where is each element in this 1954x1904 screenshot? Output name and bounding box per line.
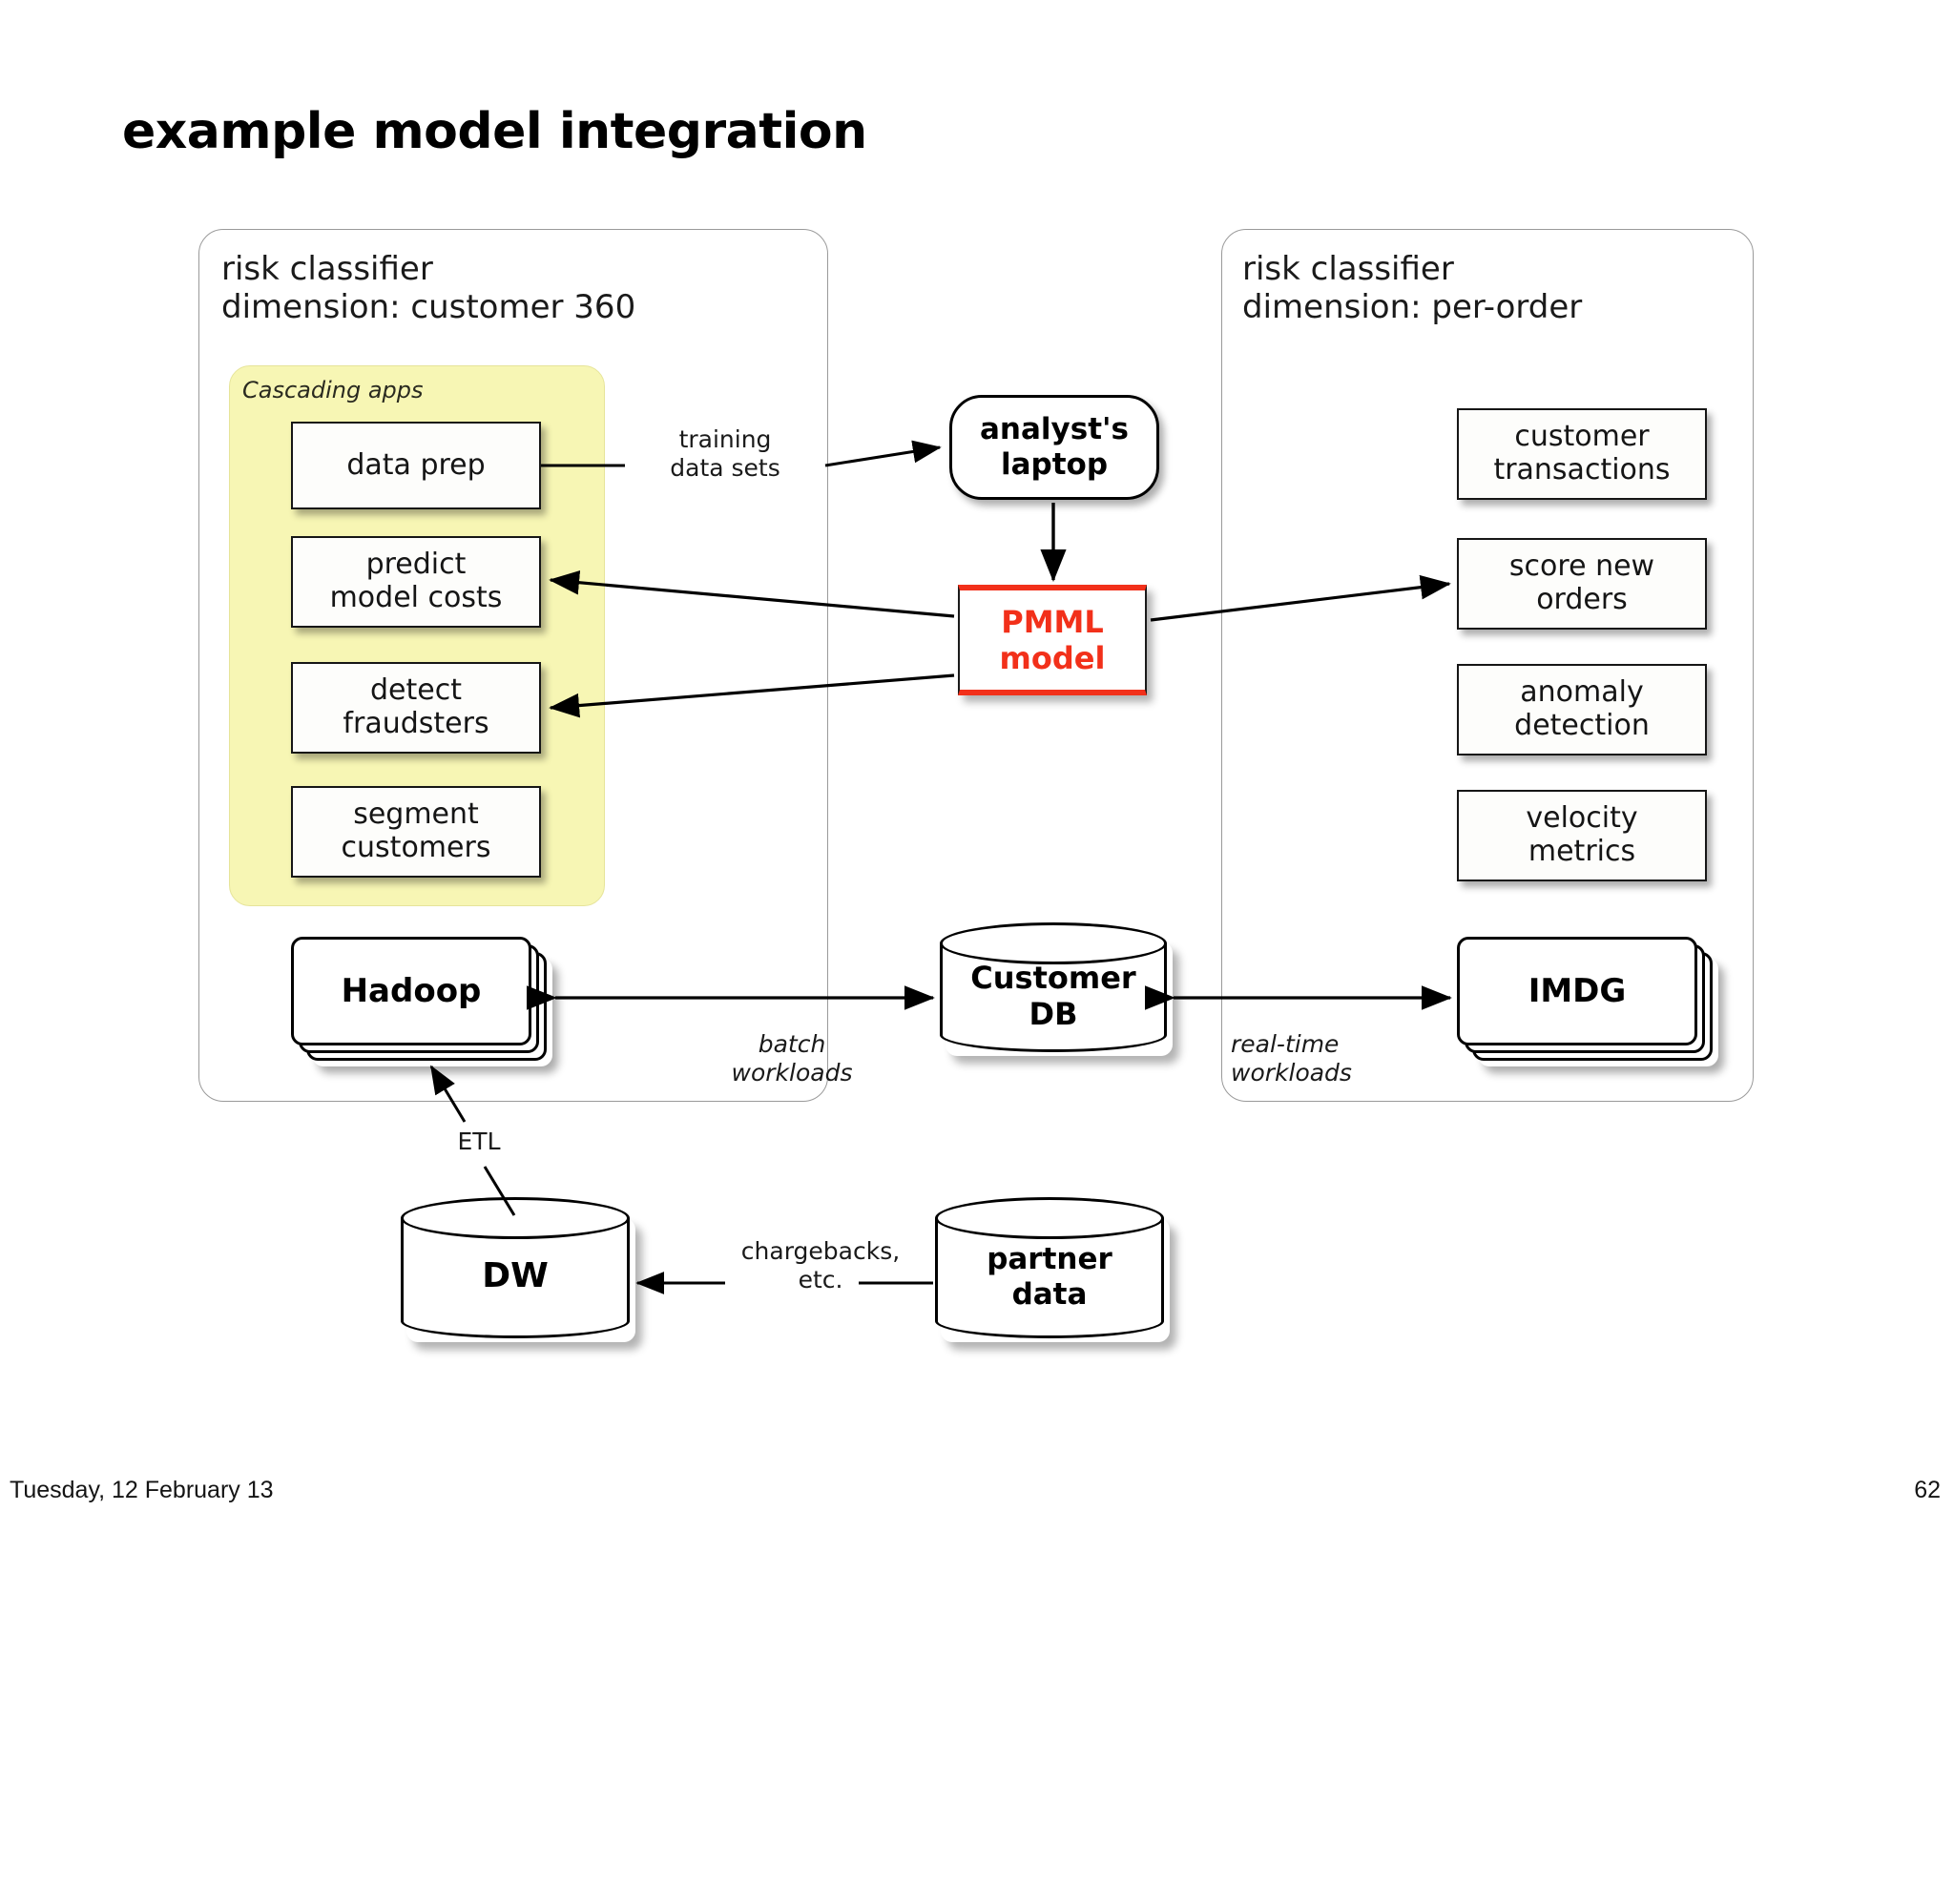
dw-node[interactable]: DW <box>401 1197 630 1359</box>
service-box-velocity-metrics[interactable]: velocity metrics <box>1457 790 1707 881</box>
app-box-data-prep[interactable]: data prep <box>291 422 541 509</box>
app-box-detect-fraudsters[interactable]: detect fraudsters <box>291 662 541 754</box>
customer-db-top-ellipse <box>940 922 1167 964</box>
edge-label-etl: ETL <box>457 1128 501 1155</box>
page-title: example model integration <box>122 103 867 160</box>
partner-data-label: partner data <box>987 1242 1112 1312</box>
footer-date: Tuesday, 12 February 13 <box>10 1477 274 1503</box>
hadoop-label: Hadoop <box>341 972 482 1010</box>
dw-top-ellipse <box>401 1197 630 1239</box>
hadoop-store[interactable]: Hadoop <box>291 937 547 1061</box>
analysts-laptop-node[interactable]: analyst's laptop <box>949 395 1159 500</box>
right-panel-title: risk classifier dimension: per-order <box>1242 250 1583 327</box>
service-box-anomaly-detection[interactable]: anomaly detection <box>1457 664 1707 755</box>
imdg-card-front: IMDG <box>1457 937 1697 1045</box>
service-box-score-new-orders[interactable]: score new orders <box>1457 538 1707 630</box>
partner-data-node[interactable]: partner data <box>935 1197 1164 1359</box>
footer-page-number: 62 <box>1914 1477 1941 1503</box>
edge-label-chargebacks: chargebacks, etc. <box>740 1237 901 1293</box>
partner-top-ellipse <box>935 1197 1164 1239</box>
edge-label-training-data-sets: training data sets <box>670 425 780 482</box>
pmml-model-node[interactable]: PMML model <box>958 585 1147 695</box>
edge-label-realtime-workloads: real-time workloads <box>1231 1030 1352 1087</box>
left-panel-title: risk classifier dimension: customer 360 <box>221 250 636 327</box>
edge-label-batch-workloads: batch workloads <box>731 1030 853 1087</box>
imdg-label: IMDG <box>1528 972 1627 1010</box>
cascading-apps-label: Cascading apps <box>242 377 424 404</box>
app-box-segment-customers[interactable]: segment customers <box>291 786 541 878</box>
app-box-predict-model-costs[interactable]: predict model costs <box>291 536 541 628</box>
hadoop-card-front: Hadoop <box>291 937 531 1045</box>
imdg-store[interactable]: IMDG <box>1457 937 1713 1061</box>
dw-label: DW <box>482 1256 549 1295</box>
service-box-customer-transactions[interactable]: customer transactions <box>1457 408 1707 500</box>
customer-db-node[interactable]: Customer DB <box>940 922 1167 1073</box>
customer-db-label: Customer DB <box>970 960 1136 1032</box>
